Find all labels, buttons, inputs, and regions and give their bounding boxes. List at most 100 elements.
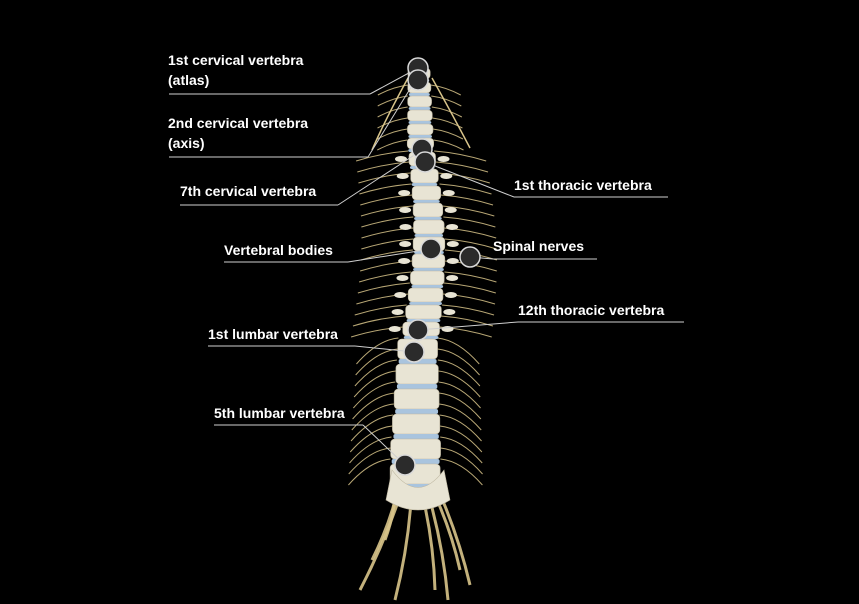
nerve-right xyxy=(431,95,462,107)
nerve-left xyxy=(352,381,396,409)
transverse-process xyxy=(396,173,409,179)
nerve-left xyxy=(358,172,411,184)
transverse-process xyxy=(399,207,412,213)
nerve-left xyxy=(377,84,408,96)
nerve-right xyxy=(442,205,495,217)
vertebral-body xyxy=(390,438,441,460)
vertebral-body xyxy=(407,95,432,108)
nerve-left xyxy=(377,106,408,118)
label-c1[interactable]: 1st cervical vertebra (atlas) xyxy=(168,50,303,90)
nerve-right xyxy=(438,392,482,420)
marker-t12 xyxy=(407,319,429,341)
nerve-left xyxy=(357,161,410,173)
intervertebral-disc xyxy=(395,409,439,414)
vertebral-column xyxy=(385,67,459,511)
vertebral-body xyxy=(405,304,442,320)
label-t12[interactable]: 12th thoracic vertebra xyxy=(518,302,665,318)
vertebral-body xyxy=(407,109,433,122)
marker-c1-lower xyxy=(407,69,429,91)
transverse-process xyxy=(442,190,455,196)
transverse-process xyxy=(444,207,457,213)
nerve-left xyxy=(348,458,391,486)
nerve-left xyxy=(354,304,407,316)
nerve-left xyxy=(359,183,412,195)
intervertebral-disc xyxy=(408,121,432,124)
nerve-left xyxy=(377,117,408,129)
transverse-process xyxy=(398,258,411,264)
vertebral-body xyxy=(411,185,442,201)
label-t1[interactable]: 1st thoracic vertebra xyxy=(514,177,652,193)
nerve-right xyxy=(437,172,490,184)
nerve-right xyxy=(439,183,492,195)
nerve-left xyxy=(356,337,399,365)
nerve-right xyxy=(437,348,480,376)
nerve-right xyxy=(437,337,480,365)
nerve-left xyxy=(361,216,414,228)
nerve-right xyxy=(439,425,483,453)
nerve-left xyxy=(355,150,409,162)
transverse-process xyxy=(396,275,409,281)
transverse-process xyxy=(446,224,459,230)
markers xyxy=(394,57,481,476)
transverse-process xyxy=(388,326,401,332)
nerve-left xyxy=(349,425,393,453)
nerve-left xyxy=(354,359,397,387)
label-c7[interactable]: 7th cervical vertebra xyxy=(180,183,317,199)
nerve-right xyxy=(443,216,496,228)
intervertebral-disc xyxy=(413,200,440,203)
vertebral-body xyxy=(413,219,445,235)
vertebral-body xyxy=(393,388,440,410)
vertebral-body xyxy=(392,413,441,435)
nerve-left xyxy=(377,139,408,151)
nerve-right xyxy=(432,128,464,140)
label-c2[interactable]: 2nd cervical vertebra (axis) xyxy=(168,113,308,153)
nerve-right xyxy=(444,238,497,250)
transverse-process xyxy=(446,258,459,264)
vertebral-body xyxy=(407,287,444,303)
vertebral-body xyxy=(410,270,445,286)
label-l5[interactable]: 5th lumbar vertebra xyxy=(214,405,345,421)
label-vertebral-bodies[interactable]: Vertebral bodies xyxy=(224,242,333,258)
transverse-process xyxy=(437,156,450,162)
vertebral-body xyxy=(412,202,444,218)
label-l1[interactable]: 1st lumbar vertebra xyxy=(208,326,338,342)
marker-t1 xyxy=(414,151,436,173)
leader-c2b xyxy=(367,75,419,158)
leader-t12b xyxy=(417,321,519,331)
nerve-right xyxy=(432,117,463,129)
transverse-process xyxy=(391,309,404,315)
nerve-left xyxy=(350,414,394,442)
intervertebral-disc xyxy=(414,217,442,220)
nerve-right xyxy=(440,447,483,475)
nerve-left xyxy=(360,249,413,261)
marker-spinal-nerve xyxy=(459,246,481,268)
nerve-right xyxy=(443,282,496,294)
nerve-right xyxy=(438,370,481,398)
nerve-right xyxy=(440,436,483,464)
vertebral-body xyxy=(407,123,434,136)
intervertebral-disc xyxy=(408,107,431,110)
marker-l1 xyxy=(403,341,425,363)
nerve-right xyxy=(440,194,494,206)
marker-vertebral-body xyxy=(420,238,442,260)
nerve-left xyxy=(357,282,410,294)
transverse-process xyxy=(446,241,459,247)
label-c2-sub: (axis) xyxy=(168,135,205,151)
leader-t1b xyxy=(424,161,515,198)
intervertebral-disc xyxy=(411,183,438,186)
nerve-right xyxy=(440,458,483,486)
nerve-right xyxy=(433,139,464,151)
intervertebral-disc xyxy=(408,93,430,96)
nerve-left xyxy=(351,403,394,431)
intervertebral-disc xyxy=(393,434,439,439)
leader-c7b xyxy=(337,149,423,206)
nerve-right xyxy=(434,150,487,162)
transverse-process xyxy=(444,292,457,298)
nerve-left xyxy=(355,348,398,376)
nerve-left xyxy=(361,238,414,250)
transverse-process xyxy=(399,224,412,230)
nerve-left xyxy=(352,392,395,420)
transverse-process xyxy=(394,292,407,298)
label-spinal-nerves[interactable]: Spinal nerves xyxy=(493,238,585,254)
nerve-right xyxy=(444,271,497,283)
